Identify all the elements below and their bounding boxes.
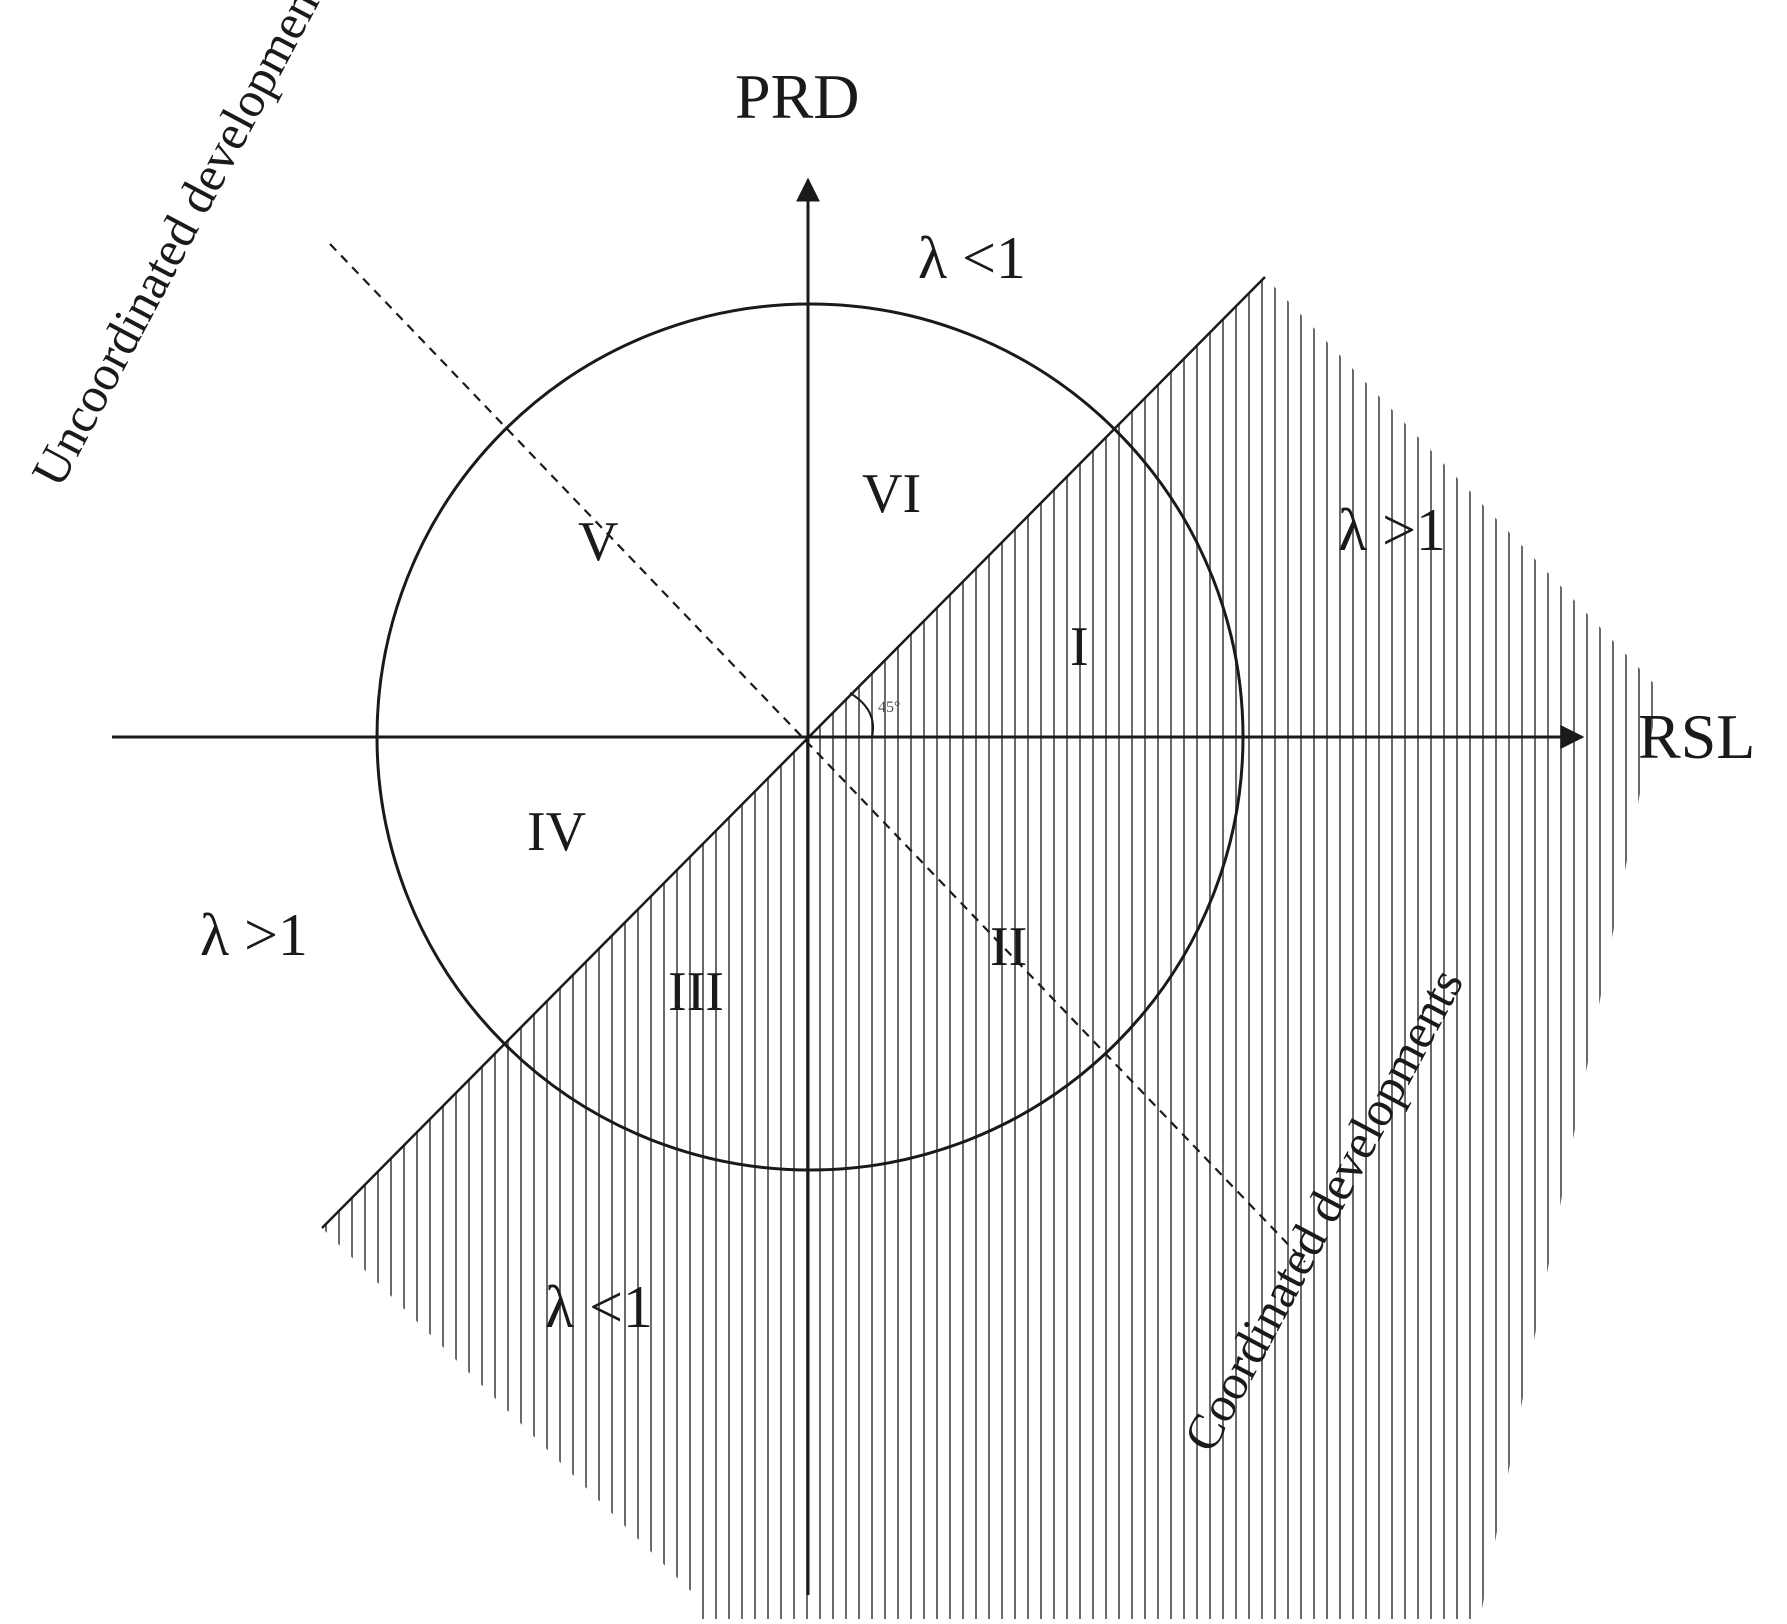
lambda-label-top: λ <1 [918, 225, 1026, 291]
rsl-axis-label: RSL [1638, 701, 1755, 772]
lambda-label-right: λ >1 [1338, 497, 1446, 563]
region-label-II: II [990, 916, 1027, 978]
region-label-I: I [1070, 616, 1089, 678]
coordinated-developments-label: Coordinated developments [1172, 959, 1474, 1460]
prd-axis-label: PRD [735, 61, 860, 132]
boundary-line-45 [321, 276, 1266, 1229]
region-label-V: V [578, 511, 618, 573]
region-label-VI: VI [862, 463, 921, 525]
dashed-coordination-line [329, 243, 1306, 1263]
lambda-label-left: λ >1 [200, 902, 308, 968]
region-label-III: III [668, 961, 724, 1023]
hatched-region [325, 277, 1653, 1619]
lambda-label-bottom: λ <1 [545, 1274, 653, 1340]
angle-label: 45° [878, 699, 900, 716]
uncoordinated-developments-label: Uncoordinated developments [20, 0, 345, 495]
angle-arc [849, 692, 874, 738]
region-label-IV: IV [527, 801, 586, 863]
